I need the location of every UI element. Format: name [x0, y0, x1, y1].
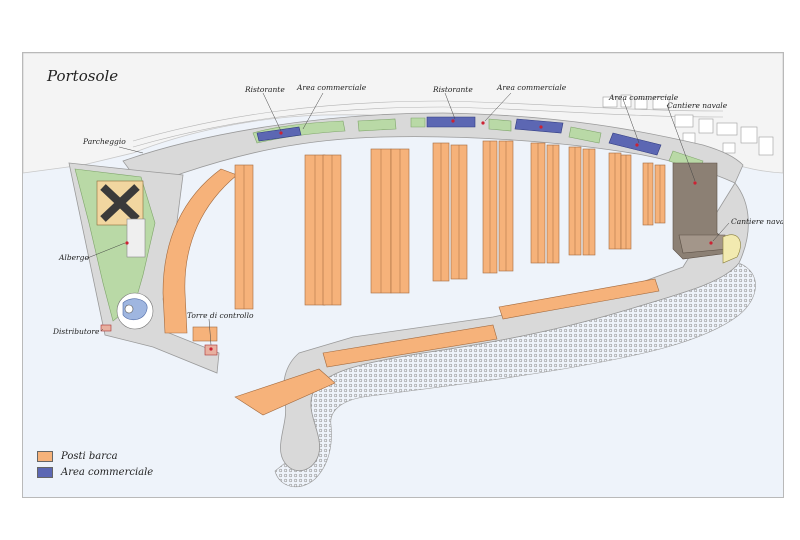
map-title: Portosole [47, 67, 119, 85]
label-cantiere-navale-1: Cantiere navale [667, 101, 728, 110]
legend-item-posti-barca: Posti barca [37, 451, 153, 462]
map-frame: Portosole Parcheggio Ristorante Area com… [22, 52, 784, 498]
location-markers [125, 119, 713, 351]
legend-label-berths: Posti barca [61, 451, 118, 462]
breakwater-berths-west [234, 368, 336, 416]
control-tower-pier [192, 326, 218, 342]
breakwater-berths-east [498, 278, 660, 320]
berth-piers [234, 140, 666, 310]
hotel-building [96, 180, 146, 258]
breakwater-berths-middle [322, 324, 498, 368]
railway-line [132, 100, 724, 142]
legend-swatch-berths [37, 451, 53, 462]
rock-armour [274, 262, 756, 488]
commercial-area-1 [256, 126, 302, 142]
label-albergo: Albergo [59, 253, 89, 262]
legend-label-commercial: Area commerciale [61, 467, 154, 478]
legend-item-area-commerciale: Area commerciale [37, 467, 153, 478]
legend-swatch-commercial [37, 467, 53, 478]
railway-line-2 [132, 106, 724, 148]
label-cantiere-navale-2: Cantiere navale [731, 217, 784, 226]
label-ristorante-1: Ristorante [245, 85, 285, 94]
town-buildings [602, 94, 774, 156]
label-distributore: Distributore [53, 327, 100, 336]
commercial-area-3 [514, 118, 564, 134]
commercial-areas [256, 116, 662, 156]
shipyard-yard [722, 234, 741, 264]
swimming-pool [116, 292, 154, 330]
label-ristorante-2: Ristorante [433, 85, 473, 94]
leader-lines [84, 92, 730, 346]
map-legend: Posti barca Area commerciale [37, 451, 153, 483]
label-area-commerciale-3: Area commerciale [609, 93, 679, 102]
label-torre-di-controllo: Torre di controllo [187, 311, 254, 320]
label-area-commerciale-1: Area commerciale [297, 83, 367, 92]
label-parcheggio: Parcheggio [83, 137, 126, 146]
label-area-commerciale-2: Area commerciale [497, 83, 567, 92]
commercial-area-4 [608, 132, 662, 156]
commercial-area-2 [426, 116, 476, 128]
curved-berths [162, 168, 238, 334]
fuel-station [100, 324, 112, 332]
harbor-map [23, 53, 783, 488]
